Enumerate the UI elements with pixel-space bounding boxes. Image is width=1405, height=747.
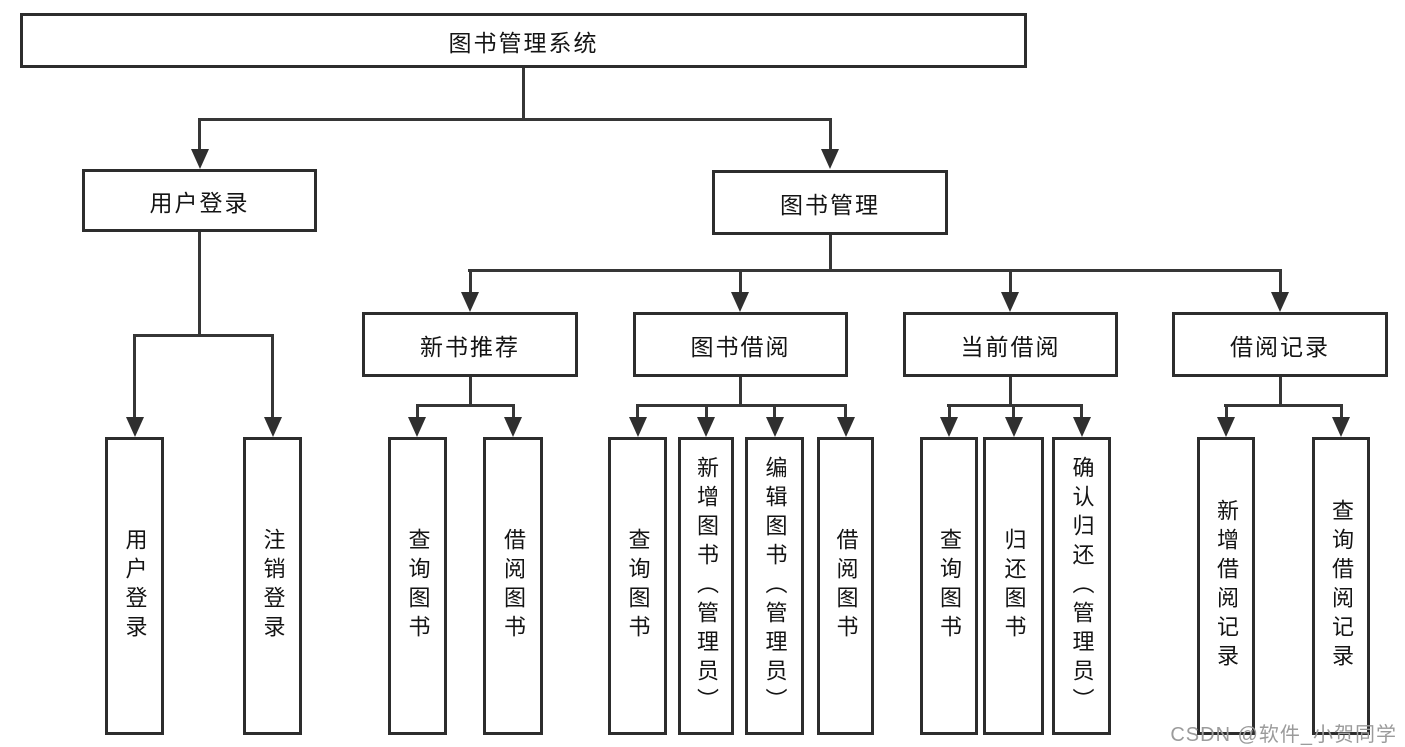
- leaf-query-books-recommend: 查询图书: [388, 437, 447, 735]
- leaf-borrow-books-recommend: 借阅图书: [483, 437, 543, 735]
- leaf-label: 编辑图书（管理员）: [762, 455, 788, 717]
- arrow-to-new-book: [461, 292, 479, 312]
- leaf-label: 归还图书: [1001, 528, 1027, 644]
- leaf-label: 借阅图书: [833, 528, 859, 644]
- connector-book-borrow-split: [636, 404, 847, 407]
- leaf-add-book-admin: 新增图书（管理员）: [678, 437, 734, 735]
- node-label: 借阅记录: [1230, 333, 1330, 360]
- connector-to-leaf-logout: [271, 334, 274, 418]
- arrow-to-query-books-3: [940, 417, 958, 437]
- connector-user-login-stem: [198, 232, 201, 336]
- leaf-query-books-current: 查询图书: [920, 437, 978, 735]
- leaf-label: 确认归还（管理员）: [1069, 455, 1095, 717]
- connector-to-borrow-record: [1279, 269, 1282, 293]
- leaf-return-book: 归还图书: [983, 437, 1044, 735]
- connector-new-book-stem: [469, 377, 472, 407]
- node-user-login: 用户登录: [82, 169, 317, 232]
- connector-user-login-split: [133, 334, 274, 337]
- connector-borrow-record-split: [1224, 404, 1342, 407]
- connector-new-book-split: [416, 404, 515, 407]
- connector-to-edit-book: [773, 404, 776, 418]
- node-label: 图书管理: [780, 191, 880, 218]
- connector-to-leaf-login: [133, 334, 136, 418]
- connector-to-add-book: [705, 404, 708, 418]
- connector-root-stem: [522, 68, 525, 121]
- connector-to-borrow-books-1: [512, 404, 515, 418]
- csdn-watermark: CSDN @软件_小贺同学: [1170, 724, 1397, 746]
- leaf-label: 用户登录: [122, 528, 148, 644]
- leaf-label: 新增图书（管理员）: [694, 455, 719, 717]
- leaf-add-borrow-record: 新增借阅记录: [1197, 437, 1255, 735]
- arrow-to-current-borrow: [1001, 292, 1019, 312]
- leaf-label: 查询图书: [405, 528, 431, 644]
- connector-to-query-record: [1340, 404, 1343, 418]
- connector-book-borrow-stem: [739, 377, 742, 407]
- node-label: 新书推荐: [420, 333, 520, 360]
- connector-to-confirm-return: [1080, 404, 1083, 418]
- node-book-management: 图书管理: [712, 170, 948, 235]
- leaf-edit-book-admin: 编辑图书（管理员）: [745, 437, 804, 735]
- connector-book-mgmt-stem: [829, 235, 832, 271]
- leaf-query-borrow-record: 查询借阅记录: [1312, 437, 1370, 735]
- arrow-to-query-books-1: [408, 417, 426, 437]
- connector-current-borrow-stem: [1009, 377, 1012, 407]
- connector-borrow-record-stem: [1279, 377, 1282, 407]
- leaf-logout: 注销登录: [243, 437, 302, 735]
- arrow-to-leaf-login: [126, 417, 144, 437]
- leaf-label: 查询图书: [937, 528, 962, 644]
- arrow-to-borrow-books-1: [504, 417, 522, 437]
- node-library-management-system: 图书管理系统: [20, 13, 1027, 68]
- arrow-to-confirm-return: [1073, 417, 1091, 437]
- node-borrow-record: 借阅记录: [1172, 312, 1388, 377]
- node-new-book-recommend: 新书推荐: [362, 312, 578, 377]
- arrow-to-leaf-logout: [264, 417, 282, 437]
- connector-to-book-borrow: [739, 269, 742, 293]
- connector-book-mgmt-split: [468, 269, 1282, 272]
- leaf-label: 注销登录: [260, 528, 286, 644]
- leaf-label: 查询借阅记录: [1329, 499, 1354, 673]
- node-book-borrow: 图书借阅: [633, 312, 848, 377]
- connector-to-current-borrow: [1009, 269, 1012, 293]
- arrow-to-query-record: [1332, 417, 1350, 437]
- arrow-to-query-books-2: [629, 417, 647, 437]
- leaf-user-login: 用户登录: [105, 437, 164, 735]
- arrow-to-book-borrow: [731, 292, 749, 312]
- connector-to-query-books-2: [636, 404, 639, 418]
- connector-to-query-books-3: [948, 404, 951, 418]
- node-current-borrow: 当前借阅: [903, 312, 1118, 377]
- arrow-to-add-record: [1217, 417, 1235, 437]
- node-label: 当前借阅: [960, 333, 1061, 360]
- leaf-confirm-return-admin: 确认归还（管理员）: [1052, 437, 1111, 735]
- arrow-to-return-book: [1005, 417, 1023, 437]
- connector-to-query-books-1: [416, 404, 419, 418]
- connector-root-split: [198, 118, 832, 121]
- arrow-to-edit-book: [766, 417, 784, 437]
- connector-to-new-book: [469, 269, 472, 293]
- node-label: 用户登录: [149, 189, 250, 216]
- connector-to-add-record: [1225, 404, 1228, 418]
- arrow-to-user-login: [191, 149, 209, 169]
- connector-to-borrow-books-2: [844, 404, 847, 418]
- connector-to-book-mgmt: [829, 118, 832, 151]
- arrow-to-borrow-record: [1271, 292, 1289, 312]
- arrow-to-add-book: [697, 417, 715, 437]
- arrow-to-borrow-books-2: [837, 417, 855, 437]
- leaf-label: 查询图书: [625, 528, 651, 644]
- leaf-label: 借阅图书: [501, 528, 526, 644]
- connector-to-user-login: [198, 118, 201, 151]
- connector-to-return-book: [1012, 404, 1015, 418]
- leaf-query-books-borrow: 查询图书: [608, 437, 667, 735]
- arrow-to-book-mgmt: [821, 149, 839, 169]
- node-label: 图书借阅: [690, 333, 791, 360]
- leaf-borrow-books: 借阅图书: [817, 437, 874, 735]
- connector-current-borrow-split: [947, 404, 1083, 407]
- leaf-label: 新增借阅记录: [1214, 499, 1239, 673]
- node-label: 图书管理系统: [448, 29, 599, 56]
